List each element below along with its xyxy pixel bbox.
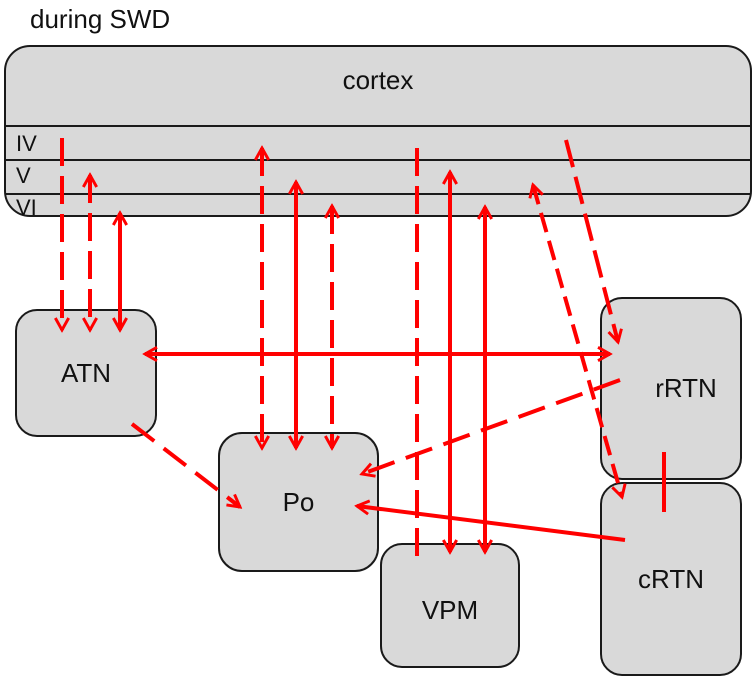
crtn-label: cRTN bbox=[638, 563, 704, 594]
vpm-box: VPM bbox=[380, 543, 520, 668]
arrow-cortex-rrtn bbox=[564, 139, 618, 342]
rrtn-label: rRTN bbox=[655, 373, 717, 403]
arrow-rrtn-po bbox=[362, 378, 621, 474]
cortex-box: cortex IV V VI bbox=[4, 45, 752, 220]
layer-divider-iv bbox=[6, 125, 750, 127]
po-box: Po bbox=[218, 432, 379, 572]
layer-label-v: V bbox=[16, 163, 31, 188]
diagram-title: during SWD bbox=[30, 4, 171, 34]
layer-divider-vi bbox=[6, 193, 750, 195]
crtn-box: cRTN bbox=[600, 482, 742, 676]
layer-label-vi: VI bbox=[16, 195, 37, 220]
atn-label: ATN bbox=[60, 357, 112, 388]
vpm-label: VPM bbox=[421, 595, 479, 625]
arrow-cortex-crtn bbox=[533, 185, 622, 497]
arrow-crtn-po bbox=[357, 506, 626, 542]
cortex-label: cortex bbox=[342, 65, 414, 95]
arrow-atn-po bbox=[130, 422, 240, 507]
layer-label-iv: IV bbox=[16, 131, 37, 156]
po-label: Po bbox=[282, 486, 315, 517]
layer-divider-v bbox=[6, 159, 750, 161]
